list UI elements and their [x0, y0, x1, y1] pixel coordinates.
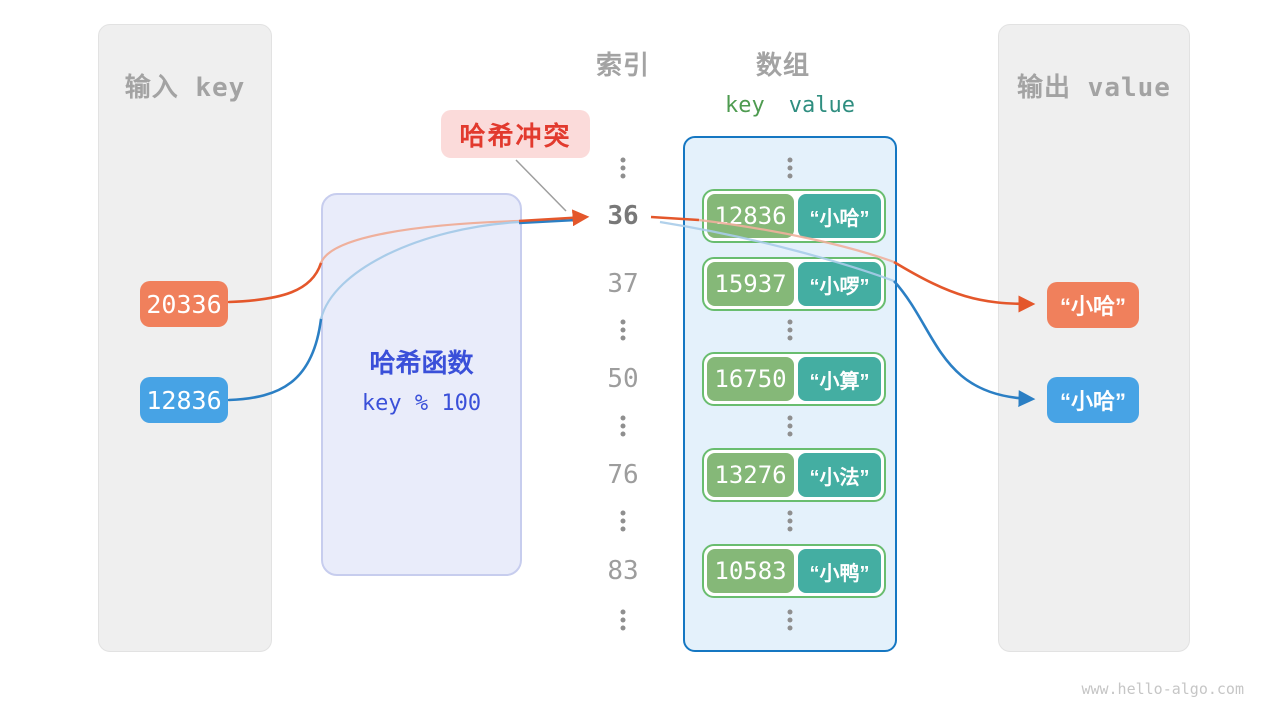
collision-callout-line — [515, 159, 567, 212]
index-ellipsis — [620, 157, 626, 179]
slot-key: 10583 — [707, 549, 794, 593]
hash-function-formula: key % 100 — [361, 391, 482, 416]
output-value-orange: “小哈” — [1047, 282, 1139, 328]
slot-value: “小算” — [798, 357, 881, 401]
slot-key: 13276 — [707, 453, 794, 497]
key-header-label: key — [725, 93, 765, 118]
index-value-37: 37 — [607, 269, 639, 299]
hash-function-title: 哈希函数 — [369, 348, 474, 378]
output-value-blue: “小哈” — [1047, 377, 1139, 423]
slot-value: “小啰” — [798, 262, 881, 306]
array-slot: 13276“小法” — [702, 448, 886, 502]
hash-collision-label: 哈希冲突 — [441, 110, 590, 158]
output-panel-title: 输出 value — [1017, 73, 1171, 103]
array-ellipsis — [787, 319, 793, 341]
index-ellipsis — [620, 415, 626, 437]
index-value-83: 83 — [607, 556, 639, 586]
index-ellipsis — [620, 510, 626, 532]
array-slot: 15937“小啰” — [702, 257, 886, 311]
slot-key: 12836 — [707, 194, 794, 238]
index-value-50: 50 — [607, 364, 639, 394]
hash-output-arrow-orange — [518, 209, 590, 227]
slot-value: “小哈” — [798, 194, 881, 238]
input-key-12836: 12836 — [140, 377, 228, 423]
slot-value: “小鸭” — [798, 549, 881, 593]
index-ellipsis — [620, 609, 626, 631]
index-ellipsis — [620, 319, 626, 341]
output-panel: 输出 value — [998, 24, 1190, 652]
input-key-20336: 20336 — [140, 281, 228, 327]
key-value-header: key value — [725, 93, 855, 118]
slot-key: 15937 — [707, 262, 794, 306]
index-value-36: 36 — [607, 201, 639, 231]
value-header-label: value — [788, 93, 855, 118]
slot-key: 16750 — [707, 357, 794, 401]
array-ellipsis — [787, 415, 793, 437]
hash-function-box: 哈希函数 key % 100 — [321, 193, 522, 576]
slot-value: “小法” — [798, 453, 881, 497]
site-watermark: www.hello-algo.com — [1081, 680, 1244, 698]
index-value-76: 76 — [607, 460, 639, 490]
input-panel-title: 输入 key — [124, 73, 246, 103]
hash-output-line-blue — [518, 218, 577, 225]
index-column-header: 索引 — [595, 50, 651, 80]
array-slot: 12836“小哈” — [702, 189, 886, 243]
array-ellipsis — [787, 510, 793, 532]
array-ellipsis — [787, 609, 793, 631]
array-slot: 10583“小鸭” — [702, 544, 886, 598]
input-panel: 输入 key — [98, 24, 272, 652]
array-column-header: 数组 — [755, 50, 811, 80]
array-ellipsis — [787, 157, 793, 179]
array-slot: 16750“小算” — [702, 352, 886, 406]
